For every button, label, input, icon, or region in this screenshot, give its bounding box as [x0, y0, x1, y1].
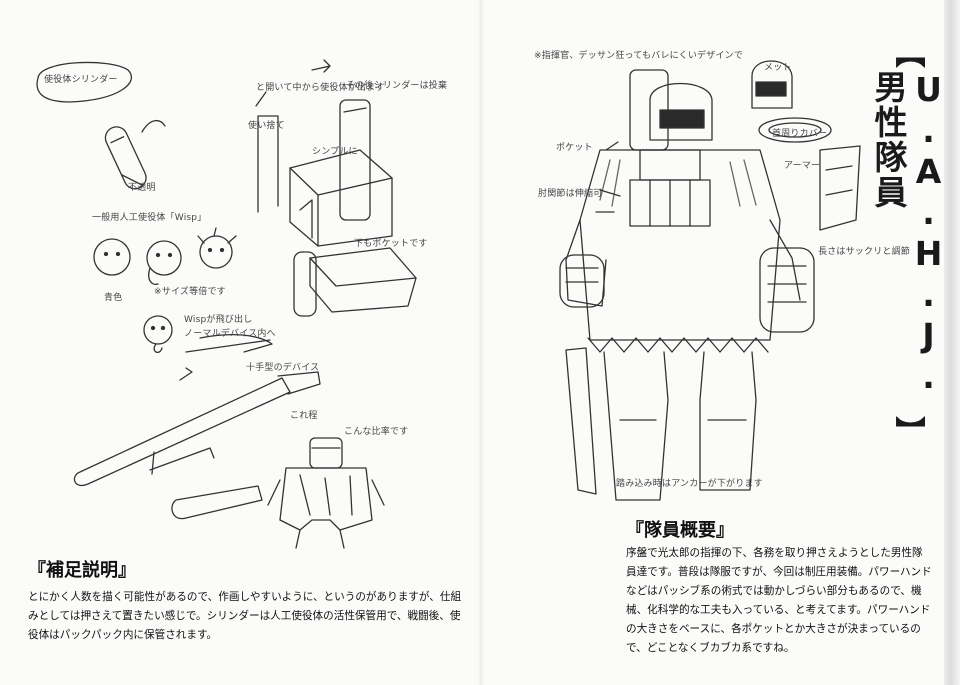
cylinder-sketch: [104, 126, 147, 190]
overview-body: 序盤で光太郎の指揮の下、各務を取り押さえようとした男性隊員達です。普段は隊服です…: [626, 547, 932, 654]
note-size: ※サイズ等倍です: [154, 287, 226, 297]
note-wisp: 一般用人工使役体「Wisp」: [92, 213, 207, 223]
note-arm-length: 長さはサックリと調節: [818, 247, 911, 257]
soldier-sketch: [559, 60, 861, 501]
note-bend: 肘関節は伸縮可: [538, 189, 603, 199]
note-normal: ノーマルデバイス内へ: [184, 329, 276, 339]
jitte-sketch: [73, 334, 321, 487]
title-text: U.A.H.J.男性隊員: [869, 70, 948, 398]
overview-heading: 『隊員概要』: [626, 520, 734, 541]
helmet: [649, 82, 713, 141]
detail-armor-plate: [819, 145, 861, 231]
backpack-sketch: [257, 99, 417, 317]
title-close-bracket: 】: [891, 416, 926, 446]
note-open: と開いて中から使役体が出ます: [256, 83, 385, 93]
power-hand-left: [559, 219, 607, 308]
wisp-sketches: [93, 227, 237, 353]
note-anchor: 踏み込み時はアンカーが下がります: [616, 479, 763, 489]
page-gutter: [478, 0, 484, 685]
page-edge: [944, 0, 960, 685]
title-open-bracket: 【: [891, 38, 926, 68]
note-tsukai: 使い捨て: [248, 121, 285, 131]
mini-figure-sketch: [171, 437, 385, 549]
label-balloon: [36, 61, 133, 103]
note-neck: 首周りカバー: [772, 129, 828, 139]
jitte-weapon: [565, 347, 597, 495]
device-sketches: [36, 59, 417, 549]
note-device: 十手型のデバイス: [246, 363, 320, 373]
page-title: 【 U.A.H.J.男性隊員 】: [869, 36, 948, 448]
note-armor: アーマー: [784, 161, 821, 171]
legs: [603, 351, 757, 501]
supplement-body: とにかく人数を描く可能性があるので、作画しやすいように、というのがありますが、仕…: [28, 591, 462, 641]
note-helmet: メット: [764, 63, 792, 73]
note-pocket: ポケット: [556, 143, 593, 153]
note-blue: 青色: [104, 293, 123, 303]
note-opaque: 不透明: [128, 183, 156, 193]
torso-armor: [579, 149, 781, 341]
note-simple: シンプルに: [312, 147, 358, 157]
note-comic: こんな比率です: [344, 427, 409, 437]
note-wisp-out: Wispが飛び出し: [184, 315, 253, 325]
note-pocket-low: 下もポケットです: [354, 239, 428, 249]
note-design: ※指揮官、デッサン狂ってもバレにくいデザインで: [534, 51, 744, 61]
detail-helmet: [751, 60, 793, 109]
supplement-heading: 『補足説明』: [28, 560, 136, 581]
note-cylinder: 使役体シリンダー: [44, 75, 118, 85]
detail-collar: [758, 117, 832, 143]
note-then: その後シリンダーは投棄: [346, 81, 448, 91]
power-hand-right: [759, 219, 815, 333]
waist-fringe: [587, 337, 769, 353]
note-about: これ程: [290, 411, 318, 421]
